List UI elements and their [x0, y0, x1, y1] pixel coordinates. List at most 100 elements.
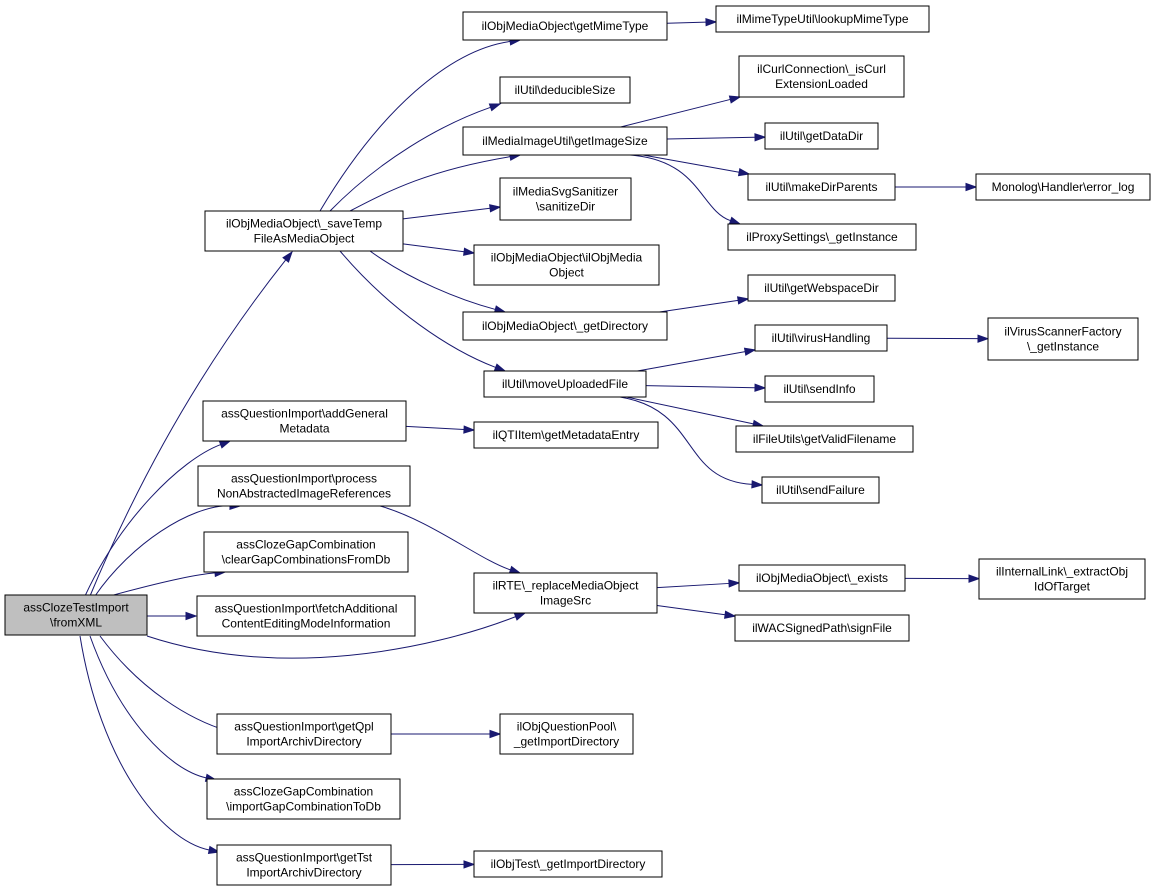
node-label: ilUtil\getWebspaceDir — [764, 281, 879, 295]
node-box[interactable] — [202, 400, 407, 442]
edge-n_saveTemp-to-n_getImageSize — [349, 152, 522, 212]
node-box[interactable] — [216, 844, 392, 886]
node-n_svgSan[interactable]: ilMediaSvgSanitizer\sanitizeDir — [499, 177, 632, 221]
node-label: ilMimeTypeUtil\lookupMimeType — [736, 12, 908, 26]
node-box[interactable] — [462, 311, 668, 341]
edge-arrowhead — [493, 363, 507, 372]
node-box[interactable] — [499, 177, 632, 221]
node-box[interactable] — [764, 375, 875, 403]
node-box[interactable] — [196, 595, 416, 637]
edge-line — [402, 243, 465, 253]
node-label: ImportArchivDirectory — [246, 735, 361, 749]
edge-arrowhead — [728, 95, 742, 104]
node-n_sendInfo[interactable]: ilUtil\sendInfo — [764, 375, 875, 403]
edge-n_replaceMedia-to-n_signFile — [656, 604, 737, 619]
nodes-layer: assClozeTestImport\fromXML ilObjMediaObje… — [4, 5, 1151, 886]
node-box[interactable] — [204, 210, 404, 252]
node-label: ilRTE\_replaceMediaObject — [493, 579, 640, 593]
edge-arrowhead — [488, 103, 502, 112]
node-box[interactable] — [473, 421, 659, 449]
edge-n_replaceMedia-to-n_exists — [656, 579, 741, 589]
node-box[interactable] — [499, 76, 631, 104]
node-box[interactable] — [473, 850, 663, 878]
edge-n_saveTemp-to-n_svgSan — [402, 204, 502, 220]
node-n_clearGap[interactable]: assClozeGapCombination\clearGapCombinati… — [203, 531, 409, 573]
node-box[interactable] — [761, 476, 880, 504]
node-box[interactable] — [738, 55, 905, 98]
edge-line — [339, 250, 496, 368]
node-box[interactable] — [462, 126, 668, 156]
node-box[interactable] — [715, 5, 930, 33]
node-n_importGap[interactable]: assClozeGapCombination\importGapCombinat… — [206, 778, 401, 820]
edge-arrowhead — [736, 296, 750, 305]
node-n_makeDirParents[interactable]: ilUtil\makeDirParents — [747, 173, 896, 201]
node-n_processNon[interactable]: assQuestionImport\processNonAbstractedIm… — [197, 465, 411, 507]
node-box[interactable] — [473, 244, 660, 286]
node-n_getMetadata[interactable]: ilQTIItem\getMetadataEntry — [473, 421, 659, 449]
node-n_webspace[interactable]: ilUtil\getWebspaceDir — [747, 274, 896, 302]
node-label: \clearGapCombinationsFromDb — [222, 553, 391, 567]
node-n_getDirectory[interactable]: ilObjMediaObject\_getDirectory — [462, 311, 668, 341]
edge-n_getImageSize-to-n_getDataDir — [666, 133, 767, 142]
node-n_getImageSize[interactable]: ilMediaImageUtil\getImageSize — [462, 126, 668, 156]
node-n_getMime[interactable]: ilObjMediaObject\getMimeType — [462, 11, 668, 41]
node-n_fetchAdd[interactable]: assQuestionImport\fetchAdditionalContent… — [196, 595, 416, 637]
node-box[interactable] — [987, 317, 1139, 361]
node-n_virusScanner[interactable]: ilVirusScannerFactory\_getInstance — [987, 317, 1139, 361]
node-label: ilUtil\sendInfo — [783, 382, 855, 396]
node-box[interactable] — [216, 713, 392, 755]
node-box[interactable] — [735, 425, 914, 453]
node-n_virusHandling[interactable]: ilUtil\virusHandling — [754, 324, 888, 352]
node-label: ilObjMediaObject\_exists — [756, 571, 888, 585]
node-n_deducible[interactable]: ilUtil\deducibleSize — [499, 76, 631, 104]
node-box[interactable] — [206, 778, 401, 820]
node-n_lookupMime[interactable]: ilMimeTypeUtil\lookupMimeType — [715, 5, 930, 33]
edge-line — [379, 505, 511, 571]
node-n_saveTemp[interactable]: ilObjMediaObject\_saveTempFileAsMediaObj… — [204, 210, 404, 252]
node-n_proxy[interactable]: ilProxySettings\_getInstance — [727, 223, 917, 251]
node-n_getDataDir[interactable]: ilUtil\getDataDir — [764, 122, 879, 150]
node-n_getQpl[interactable]: assQuestionImport\getQplImportArchivDire… — [216, 713, 392, 755]
node-n_qplImportDir[interactable]: ilObjQuestionPool\_getImportDirectory — [499, 713, 634, 755]
node-box[interactable] — [483, 370, 647, 398]
edge-line — [369, 250, 496, 310]
node-box[interactable] — [734, 614, 910, 642]
node-n_exists[interactable]: ilObjMediaObject\_exists — [738, 564, 906, 592]
node-label: assQuestionImport\addGeneral — [221, 407, 388, 421]
node-n_errorLog[interactable]: Monolog\Handler\error_log — [975, 173, 1151, 201]
node-n_sendFailure[interactable]: ilUtil\sendFailure — [761, 476, 880, 504]
edge-line — [89, 635, 207, 779]
node-box[interactable] — [499, 713, 634, 755]
node-n_validFilename[interactable]: ilFileUtils\getValidFilename — [735, 425, 914, 453]
node-box[interactable] — [754, 324, 888, 352]
node-n_tstImportDir[interactable]: ilObjTest\_getImportDirectory — [473, 850, 663, 878]
edge-line — [645, 385, 756, 389]
node-root[interactable]: assClozeTestImport\fromXML — [4, 594, 148, 636]
node-box[interactable] — [738, 564, 906, 592]
node-box[interactable] — [4, 594, 148, 636]
node-n_getTst[interactable]: assQuestionImport\getTstImportArchivDire… — [216, 844, 392, 886]
node-box[interactable] — [975, 173, 1151, 201]
edge-arrowhead — [705, 17, 718, 27]
node-box[interactable] — [747, 173, 896, 201]
node-box[interactable] — [727, 223, 917, 251]
node-n_ilObjMedia[interactable]: ilObjMediaObject\ilObjMediaObject — [473, 244, 660, 286]
node-n_signFile[interactable]: ilWACSignedPath\signFile — [734, 614, 910, 642]
node-label: ExtensionLoaded — [775, 77, 868, 91]
node-n_moveUploaded[interactable]: ilUtil\moveUploadedFile — [483, 370, 647, 398]
edge-root-to-n_clearGap — [109, 568, 227, 597]
edge-arrowhead — [754, 133, 767, 142]
node-box[interactable] — [473, 572, 658, 614]
node-box[interactable] — [764, 122, 879, 150]
node-box[interactable] — [747, 274, 896, 302]
node-box[interactable] — [978, 558, 1146, 600]
node-box[interactable] — [203, 531, 409, 573]
node-box[interactable] — [462, 11, 668, 41]
edge-line — [349, 156, 511, 212]
node-box[interactable] — [197, 465, 411, 507]
